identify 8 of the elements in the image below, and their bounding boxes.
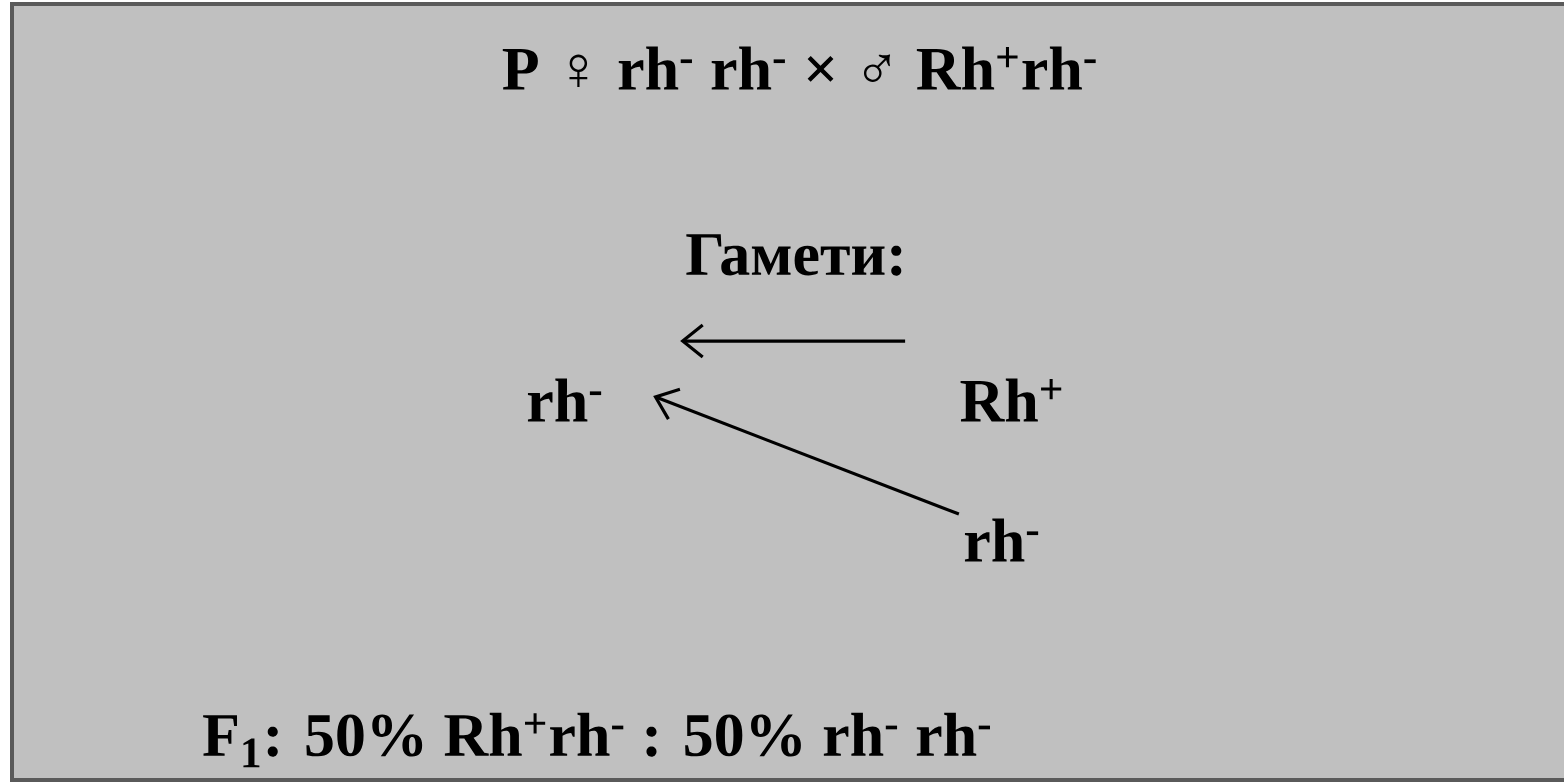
- arrow: [680, 323, 906, 359]
- gamete-label: rh$^{-}$: [964, 518, 1039, 562]
- gamete-label: Rh$^{+}$: [960, 378, 1062, 422]
- gametes-heading: Гамети:: [686, 234, 902, 276]
- arrow: [653, 387, 960, 516]
- gamete-label: rh$^{-}$: [527, 378, 602, 422]
- cross-formula: P ♀ rh$^{-}$ rh$^{-}$ × ♂ Rh$^{+}$rh$^{-}$: [502, 46, 1096, 90]
- offspring-ratio: F$_{1}$: 50% Rh$^{+}$rh$^{-}$ : 50% rh$^{-}$ rh$^{-}$: [203, 712, 990, 768]
